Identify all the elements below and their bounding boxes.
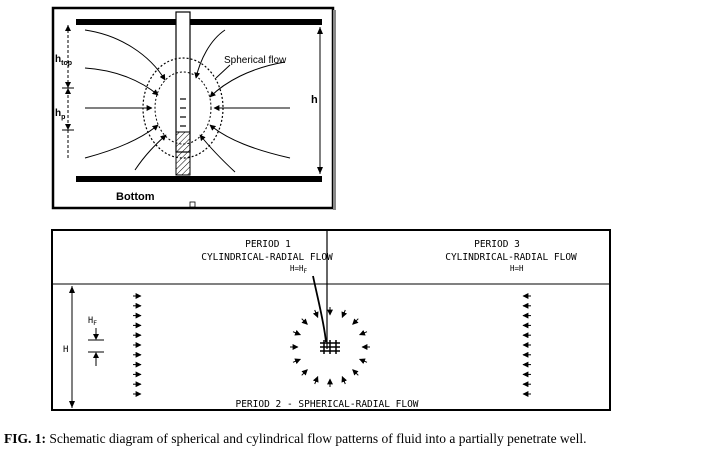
well-plug [175, 131, 191, 176]
figure-caption: FIG. 1: Schematic diagram of spherical a… [4, 431, 720, 447]
spherical-flow-label: Spherical flow [224, 55, 287, 66]
radial-arrow [352, 318, 359, 325]
perforation-cluster [320, 340, 340, 354]
caption-text: Schematic diagram of spherical and cylin… [46, 431, 587, 446]
radial-arrow [341, 309, 348, 318]
radial-arrow [352, 369, 359, 376]
radial-arrow [301, 369, 308, 376]
spherical-pointer [215, 64, 231, 79]
bottom-label: Bottom [116, 191, 155, 203]
label-HF: HF [88, 316, 97, 327]
label-h: h [311, 94, 318, 106]
period1-sub: CYLINDRICAL-RADIAL FLOW [201, 252, 333, 263]
radial-arrow [359, 358, 368, 365]
small-marker [189, 201, 196, 208]
period3-title: PERIOD 3 [474, 239, 520, 250]
left-arrow-column [133, 293, 142, 397]
radial-arrow [301, 318, 308, 325]
radial-arrow-ring [290, 307, 370, 387]
period3-eq: H=H [510, 264, 524, 273]
spherical-boundary-inner [154, 71, 212, 145]
HF-dimension [88, 328, 104, 366]
well-casing [175, 11, 191, 153]
radial-arrow [292, 358, 301, 365]
label-hp: hp [55, 108, 65, 121]
radial-arrow [359, 329, 368, 336]
top-diagram: Spherical flow htop hp h Bottom [51, 6, 336, 210]
perforation-marks [180, 98, 186, 127]
right-arrow-column [522, 293, 531, 397]
top-layer-bar [76, 19, 322, 25]
period3-sub: CYLINDRICAL-RADIAL FLOW [445, 252, 577, 263]
bottom-frame [51, 229, 611, 411]
radial-arrow [312, 376, 319, 385]
radial-arrow [341, 376, 348, 385]
right-dimension-arrow-top [317, 27, 323, 34]
period2-label: PERIOD 2 - SPHERICAL-RADIAL FLOW [235, 399, 418, 410]
well-curve [312, 275, 327, 343]
bottom-layer-bar [76, 176, 322, 182]
bottom-diagram: PERIOD 1 CYLINDRICAL-RADIAL FLOW H=HF PE… [51, 229, 611, 411]
radial-arrow [292, 329, 301, 336]
right-dimension-arrow-bottom [317, 167, 323, 174]
H-arrow-top [69, 286, 75, 293]
caption-prefix: FIG. 1: [4, 431, 46, 446]
label-htop: htop [55, 54, 72, 67]
HF-arrow-up [93, 352, 99, 358]
period1-title: PERIOD 1 [245, 239, 291, 250]
label-H: H [63, 345, 68, 355]
top-frame-shadow [333, 10, 336, 210]
HF-arrow-down [93, 334, 99, 340]
left-dimension-arrows [65, 25, 71, 130]
flow-lines [84, 29, 291, 173]
radial-arrow [312, 309, 319, 318]
H-arrow-bottom [69, 401, 75, 408]
period1-eq: H=HF [290, 264, 308, 275]
